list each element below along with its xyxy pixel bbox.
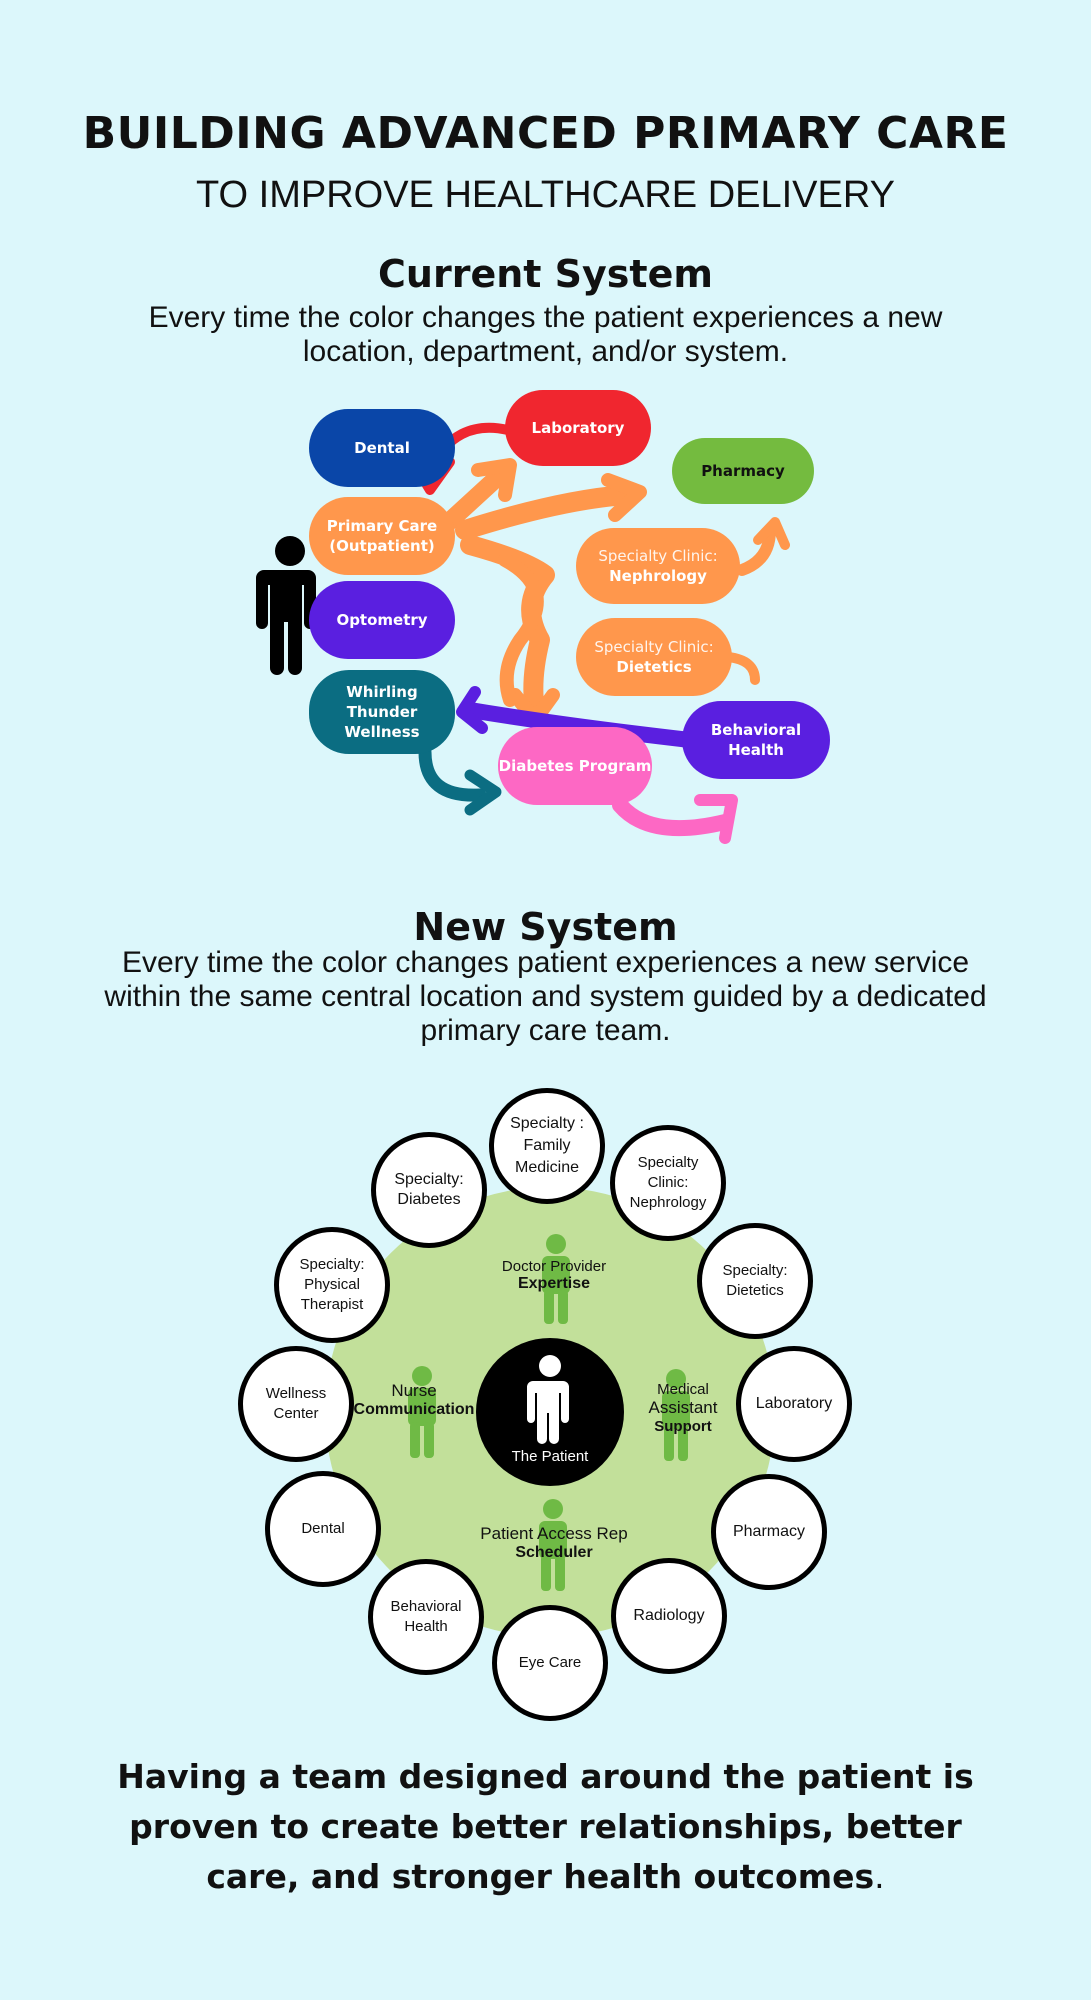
role-nurse: Nurse Communication: [349, 1381, 479, 1419]
arrow-diabetes-out: [612, 797, 733, 837]
node-dietetics-label-2: Dietetics: [616, 658, 692, 676]
node-dental: Dental: [309, 409, 455, 487]
patient-figure-icon: [256, 536, 316, 675]
service-nephrology-label: Specialty Clinic: Nephrology: [629, 1154, 707, 1211]
service-pharmacy: Pharmacy: [711, 1474, 827, 1590]
service-diabetes-label: Specialty: Diabetes: [394, 1171, 464, 1208]
service-physical-label: Specialty: Physical Therapist: [299, 1256, 365, 1313]
service-eye-care: Eye Care: [492, 1605, 608, 1721]
node-behavioral-label: Behavioral Health: [710, 721, 802, 759]
doctor-figure-icon: [542, 1234, 570, 1324]
role-ma-title-1: Medical: [657, 1381, 709, 1398]
node-dietetics: Specialty Clinic: Dietetics: [576, 618, 732, 696]
node-optometry: Optometry: [309, 581, 455, 659]
node-laboratory: Laboratory: [505, 390, 651, 466]
node-primary-care-label-2: (Outpatient): [329, 537, 435, 555]
closing-main: Having a team designed around the patien…: [117, 1757, 974, 1896]
arrow-whirling-to-diabetes: [418, 745, 487, 802]
service-dietetics: Specialty: Dietetics: [697, 1223, 813, 1339]
service-behavioral-label: Behavioral Health: [390, 1598, 462, 1635]
new-system-description: Every time the color changes patient exp…: [104, 946, 987, 1047]
node-whirling-thunder: Whirling Thunder Wellness: [309, 670, 455, 754]
role-medical-assistant: Medical Assistant Support: [625, 1381, 741, 1435]
role-access-rep: Patient Access Rep Scheduler: [462, 1524, 646, 1562]
node-nephrology-label-2: Nephrology: [609, 567, 707, 585]
access-rep-figure-icon: [539, 1499, 567, 1591]
new-system-heading: New System: [413, 905, 678, 949]
node-behavioral-health: Behavioral Health: [682, 701, 830, 779]
service-diabetes: Specialty: Diabetes: [371, 1132, 487, 1248]
service-dental-label: Dental: [301, 1520, 345, 1537]
service-behavioral-health: Behavioral Health: [368, 1559, 484, 1675]
node-nephrology-label-1: Specialty Clinic:: [598, 547, 718, 565]
service-pharmacy-label: Pharmacy: [732, 1523, 806, 1540]
page-subtitle: TO IMPROVE HEALTHCARE DELIVERY: [196, 174, 895, 216]
node-pharmacy: Pharmacy: [672, 438, 814, 504]
patient-label: The Patient: [511, 1448, 589, 1465]
service-wellness-label: Wellness Center: [265, 1385, 327, 1422]
node-optometry-label: Optometry: [336, 611, 428, 629]
role-par-title: Patient Access Rep: [480, 1524, 628, 1543]
current-system-description: Every time the color changes the patient…: [148, 301, 943, 368]
service-dietetics-label: Specialty: Dietetics: [722, 1262, 788, 1299]
arrow-primary-to-pharmacy: [455, 485, 635, 540]
role-doctor-title: Doctor Provider: [501, 1258, 607, 1275]
current-system-heading: Current System: [378, 252, 713, 296]
node-diabetes-label: Diabetes Program: [498, 757, 652, 775]
service-radiology-label: Radiology: [633, 1607, 705, 1624]
node-nephrology: Specialty Clinic: Nephrology: [576, 528, 740, 604]
role-par-skill: Scheduler: [515, 1544, 593, 1561]
service-dental: Dental: [265, 1471, 381, 1587]
role-ma-title-2: Assistant: [648, 1398, 718, 1417]
node-dental-label: Dental: [354, 439, 410, 457]
node-primary-care: Primary Care (Outpatient): [309, 497, 455, 575]
service-wellness-center: Wellness Center: [238, 1346, 354, 1462]
role-nurse-skill: Communication: [353, 1401, 475, 1418]
node-laboratory-label: Laboratory: [531, 419, 625, 437]
closing-period: .: [874, 1857, 885, 1896]
page-title: BUILDING ADVANCED PRIMARY CARE: [82, 108, 1009, 159]
arrow-dietetics-out: [723, 652, 760, 685]
medical-assistant-figure-icon: [662, 1369, 690, 1461]
service-family-label: Specialty : Family Medicine: [510, 1115, 584, 1176]
node-primary-care-label-1: Primary Care: [326, 517, 438, 535]
arrow-specialty-loop: [498, 553, 544, 707]
service-laboratory-label: Laboratory: [755, 1395, 833, 1412]
service-nephrology: Specialty Clinic: Nephrology: [610, 1125, 726, 1241]
node-whirling-label-1: Whirling Thunder: [346, 683, 418, 721]
role-doctor-skill: Expertise: [517, 1275, 591, 1292]
closing-statement: Having a team designed around the patien…: [80, 1752, 1011, 1902]
node-dietetics-label-1: Specialty Clinic:: [594, 638, 714, 656]
arrow-behavioral-to-whirling: [462, 702, 698, 748]
service-radiology: Radiology: [611, 1558, 727, 1674]
role-nurse-title: Nurse: [391, 1381, 437, 1400]
role-doctor: Doctor Provider Expertise: [474, 1258, 634, 1293]
node-diabetes-program: Diabetes Program: [498, 727, 652, 805]
service-family-medicine: Specialty : Family Medicine: [489, 1088, 605, 1204]
service-eye-care-label: Eye Care: [518, 1654, 582, 1671]
patient-core: The Patient: [476, 1338, 624, 1486]
role-ma-skill: Support: [654, 1418, 712, 1435]
service-laboratory: Laboratory: [736, 1346, 852, 1462]
nurse-figure-icon: [408, 1366, 436, 1458]
node-whirling-label-2: Wellness: [344, 723, 420, 741]
patient-icon: [527, 1355, 569, 1444]
service-physical-therapist: Specialty: Physical Therapist: [274, 1227, 390, 1343]
node-pharmacy-label: Pharmacy: [701, 462, 785, 480]
